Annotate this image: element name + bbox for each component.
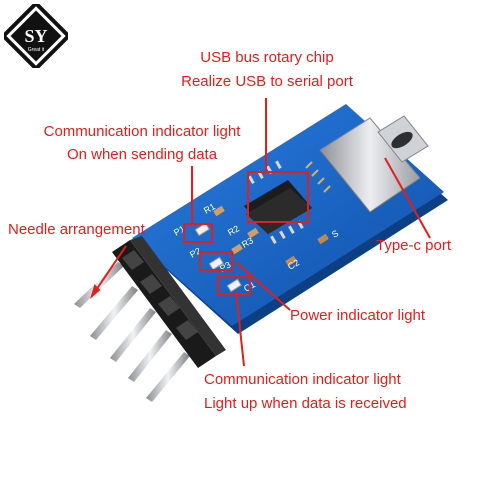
label-comm-send-line1: Communication indicator light <box>43 123 241 140</box>
label-power: Power indicator light <box>290 307 426 324</box>
silk-c2: C2 <box>286 257 301 271</box>
highlight-boxes <box>183 171 309 295</box>
logo-mark: SY <box>24 26 47 46</box>
label-comm-recv-line2: Light up when data is received <box>204 395 407 412</box>
label-usb-chip-line1: USB bus rotary chip <box>200 49 334 66</box>
leader-lines <box>90 98 431 367</box>
silk-r3: R3 <box>240 235 255 249</box>
silk-r2: R2 <box>226 223 241 237</box>
silk-r1: R1 <box>202 201 217 215</box>
tx-led-highlight <box>183 223 213 243</box>
label-typec: Type-c port <box>376 237 452 254</box>
label-comm-recv-line1: Communication indicator light <box>204 371 401 388</box>
smd-components <box>194 205 329 293</box>
label-usb-chip-line2: Realize USB to serial port <box>181 73 353 90</box>
chip-highlight <box>247 171 309 223</box>
power-led-highlight <box>199 251 233 271</box>
silk-p2: P2 <box>188 246 203 260</box>
label-comm-send-line2: On when sending data <box>66 146 218 163</box>
rx-led-highlight <box>217 275 251 295</box>
silk-p1: P1 <box>172 224 187 238</box>
label-needle: Needle arrangement <box>8 221 145 238</box>
brand-logo: SY Great it <box>0 0 72 72</box>
pin-header <box>112 236 226 368</box>
logo-tagline: Great it <box>28 47 45 53</box>
typec-connector <box>305 115 429 213</box>
silk-s: S <box>330 228 340 240</box>
